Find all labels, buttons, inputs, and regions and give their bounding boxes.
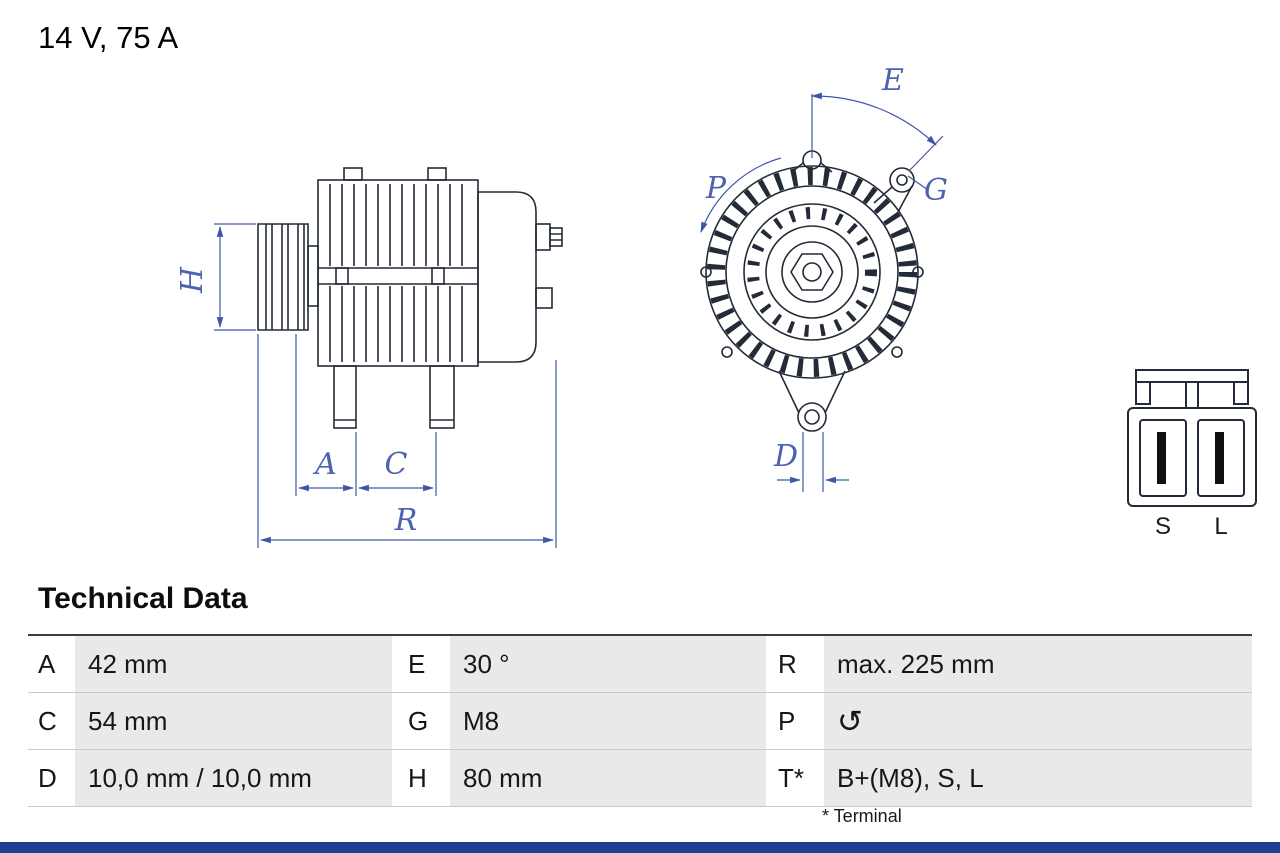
table-row: A 42 mm E 30 ° R max. 225 mm [28, 636, 1252, 693]
param-key: R [766, 636, 824, 692]
brand-accent-bar [0, 842, 1280, 853]
dim-label-h: H [175, 266, 210, 294]
param-value: max. 225 mm [824, 636, 1252, 692]
page-title: 14 V, 75 A [38, 20, 179, 55]
dim-label-c: C [385, 447, 408, 482]
param-value: 42 mm [75, 636, 392, 692]
terminal-label-l: L [1214, 513, 1227, 540]
param-key: T* [766, 750, 824, 806]
connector-labels: S L [1155, 513, 1228, 540]
param-value: M8 [450, 693, 766, 749]
table-row: C 54 mm G M8 P ↺ [28, 693, 1252, 750]
param-key: A [28, 636, 75, 692]
rear-mounting-foot [429, 365, 455, 429]
param-value: 10,0 mm / 10,0 mm [75, 750, 392, 806]
param-key: G [392, 693, 450, 749]
param-value: B+(M8), S, L [824, 750, 1252, 806]
connector-body [1127, 407, 1257, 507]
dim-label-a: A [312, 447, 337, 482]
plug-connector [1127, 369, 1257, 507]
technical-data-heading: Technical Data [38, 582, 248, 615]
param-key: C [28, 693, 75, 749]
side-view [257, 167, 563, 429]
param-key: E [392, 636, 450, 692]
dim-label-p: P [705, 171, 727, 206]
param-key: P [766, 693, 824, 749]
dim-label-d: D [773, 439, 798, 474]
param-value: 80 mm [450, 750, 766, 806]
dimension-labels: H A C R E G P D [175, 63, 948, 538]
rear-housing [477, 191, 537, 363]
terminal-footnote: * Terminal [822, 806, 902, 826]
front-view [700, 150, 924, 432]
terminal-pin-s [1157, 432, 1166, 484]
terminal-label-s: S [1155, 513, 1171, 540]
param-value: 30 ° [450, 636, 766, 692]
terminal-pin-l [1215, 432, 1224, 484]
table-row: D 10,0 mm / 10,0 mm H 80 mm T* B+(M8), S… [28, 750, 1252, 807]
param-value: 54 mm [75, 693, 392, 749]
shaft-nut-hex [790, 253, 834, 291]
pulley [257, 223, 309, 331]
param-key: D [28, 750, 75, 806]
rotation-ccw-icon: ↺ [837, 703, 863, 739]
technical-data-table: A 42 mm E 30 ° R max. 225 mm C 54 mm G M… [28, 634, 1252, 807]
dim-label-e: E [881, 63, 904, 98]
alternator-technical-drawing: S L H A [175, 63, 1257, 548]
dim-label-g: G [924, 173, 948, 208]
param-value: ↺ [824, 693, 1252, 749]
bottom-mounting-lug [778, 370, 846, 414]
dim-label-r: R [394, 503, 418, 538]
dimension-lines [214, 92, 944, 548]
front-mounting-foot [333, 365, 357, 429]
param-key: H [392, 750, 450, 806]
